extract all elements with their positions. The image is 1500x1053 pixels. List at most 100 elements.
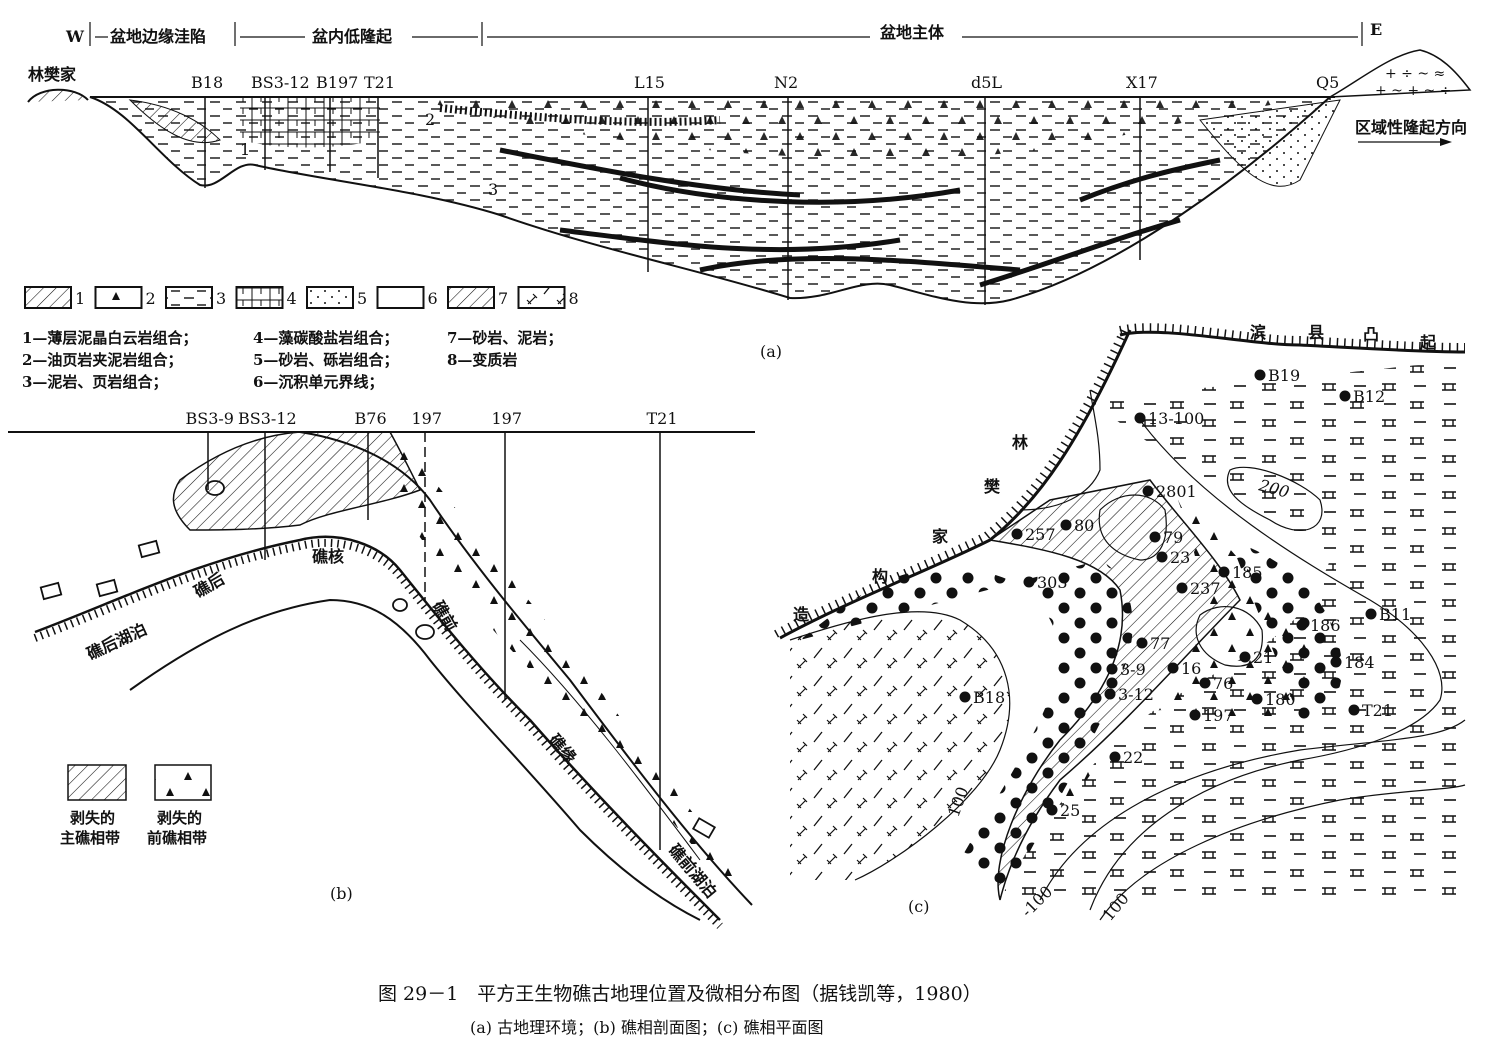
zone-basin-main-body: 盆地主体 <box>879 23 945 42</box>
zone-reef-core: 礁核 <box>312 547 344 566</box>
well-label: Q5 <box>1316 73 1339 92</box>
well-marker <box>1060 519 1072 531</box>
legend-text-6: 6—沉积单元界线； <box>253 373 383 391</box>
structure-char-1: 林 <box>1012 433 1028 452</box>
structure-char-4: 构 <box>872 567 888 586</box>
legend-text-8: 8—变质岩 <box>447 351 517 369</box>
well-label: T21 <box>364 73 395 92</box>
well-label: BS3-9 <box>186 409 234 428</box>
zone-basin-margin-sag: 盆地边缘洼陷 <box>109 27 206 46</box>
legend-number: 1 <box>75 289 85 308</box>
uplift-char-3: 凸 <box>1363 325 1379 344</box>
well-label: 303 <box>1037 573 1068 592</box>
well-marker <box>1046 804 1058 816</box>
well-label: 180 <box>1265 690 1296 709</box>
uplift-direction-label: 区域性隆起方向 <box>1355 118 1467 137</box>
well-label: 77 <box>1150 634 1170 653</box>
zone-reef-margin: 礁缘 <box>545 730 580 767</box>
unit-number-2: 2 <box>425 110 435 129</box>
reef-core-hatched <box>172 431 422 531</box>
legend-number: 6 <box>428 289 438 308</box>
well-label: 16 <box>1181 659 1201 678</box>
legend-b2-line2: 前礁相带 <box>147 829 207 847</box>
well-label: L15 <box>634 73 665 92</box>
panel-a-cross-section: W 盆地边缘洼陷 盆内低隆起 盆地主体 E 林樊家 区域性隆起方向 <box>22 20 1472 391</box>
reef-top-boundary <box>299 431 753 906</box>
east-label: E <box>1370 20 1382 39</box>
legend-text-2: 2—油页岩夹泥岩组合； <box>22 351 182 369</box>
legend-swatch-5 <box>306 286 354 309</box>
well-label: 197 <box>492 409 523 428</box>
well-marker <box>1365 608 1377 620</box>
zone-intrabasin-low-uplift: 盆内低隆起 <box>311 27 393 46</box>
well-label: B18 <box>973 688 1005 707</box>
legend-b1-line1: 剥失的 <box>70 809 115 827</box>
well-marker <box>1136 637 1148 649</box>
legend-swatch-1 <box>24 286 72 309</box>
west-label: W <box>65 27 85 46</box>
legend-swatch-4 <box>235 286 284 309</box>
panel-c-reef-map: 滨 县 凸 起 林 樊 家 构 造 B19B1213-1002801792325… <box>774 323 1466 925</box>
well-label: B76 <box>355 409 387 428</box>
legend-number: 8 <box>569 289 579 308</box>
well-marker <box>1239 651 1251 663</box>
well-label: 197 <box>1203 706 1234 725</box>
zone-back-reef: 礁后 <box>191 569 228 601</box>
zone-back-reef-lagoon: 礁后湖泊 <box>84 619 150 663</box>
well-label: 257 <box>1025 525 1056 544</box>
legend-swatch-2 <box>94 286 143 309</box>
well-label: 25 <box>1060 801 1080 820</box>
well-marker <box>1156 551 1168 563</box>
well-label: B19 <box>1268 366 1300 385</box>
structure-char-3: 家 <box>932 527 949 546</box>
well-marker <box>1218 566 1230 578</box>
structure-char-2: 樊 <box>984 477 1001 496</box>
well-label: B18 <box>191 73 223 92</box>
svg-text:+ ÷ ~ ≈: + ÷ ~ ≈ <box>1385 66 1445 82</box>
panel-c-label: (c) <box>908 897 929 916</box>
well-label: 80 <box>1074 516 1094 535</box>
well-marker <box>959 691 971 703</box>
well-label: T21 <box>1362 701 1393 720</box>
structure-char-5: 造 <box>793 605 810 624</box>
legend-text-4: 4—藻碳酸盐岩组合； <box>253 329 398 347</box>
well-label: d5L <box>971 73 1002 92</box>
well-label: B197 <box>316 73 358 92</box>
legend-b1-line2: 主礁相带 <box>60 829 120 847</box>
well-marker <box>1176 582 1188 594</box>
well-label: X17 <box>1126 73 1158 92</box>
well-label: 23 <box>1170 548 1190 567</box>
legend-b2-line1: 剥失的 <box>157 809 202 827</box>
legend-number: 7 <box>498 289 508 308</box>
well-label: 13-100 <box>1148 409 1204 428</box>
well-label: 184 <box>1344 653 1375 672</box>
legend-number: 4 <box>287 289 297 308</box>
legend-text-7: 7—砂岩、泥岩； <box>447 329 562 347</box>
unit-number-3: 3 <box>488 180 498 199</box>
well-marker <box>1251 693 1263 705</box>
panel-b-label: (b) <box>330 884 353 903</box>
legend-swatch-3 <box>165 286 213 309</box>
legend-swatch-8 <box>517 286 566 309</box>
well-marker <box>1348 704 1360 716</box>
well-label: 185 <box>1232 563 1263 582</box>
well-marker <box>1104 688 1116 700</box>
well-label: B11 <box>1379 605 1411 624</box>
figure-caption: 图 29－1 平方王生物礁古地理位置及微相分布图（据钱凯等，1980） <box>378 983 982 1005</box>
dolomite-lenses <box>499 147 1221 288</box>
well-label: T21 <box>647 409 678 428</box>
legend-swatch-7 <box>447 286 495 309</box>
well-label: 237 <box>1190 579 1221 598</box>
legend-text-1: 1—薄层泥晶白云岩组合； <box>22 329 197 347</box>
legend-number: 5 <box>357 289 367 308</box>
well-marker <box>1339 390 1351 402</box>
well-marker <box>1149 531 1161 543</box>
well-marker <box>1134 412 1146 424</box>
well-label: 197 <box>412 409 443 428</box>
well-marker <box>1167 662 1179 674</box>
place-linfanjia: 林樊家 <box>28 65 77 84</box>
well-label: 22 <box>1123 748 1143 767</box>
zone-header: W 盆地边缘洼陷 盆内低隆起 盆地主体 E 林樊家 区域性隆起方向 <box>28 20 1467 146</box>
